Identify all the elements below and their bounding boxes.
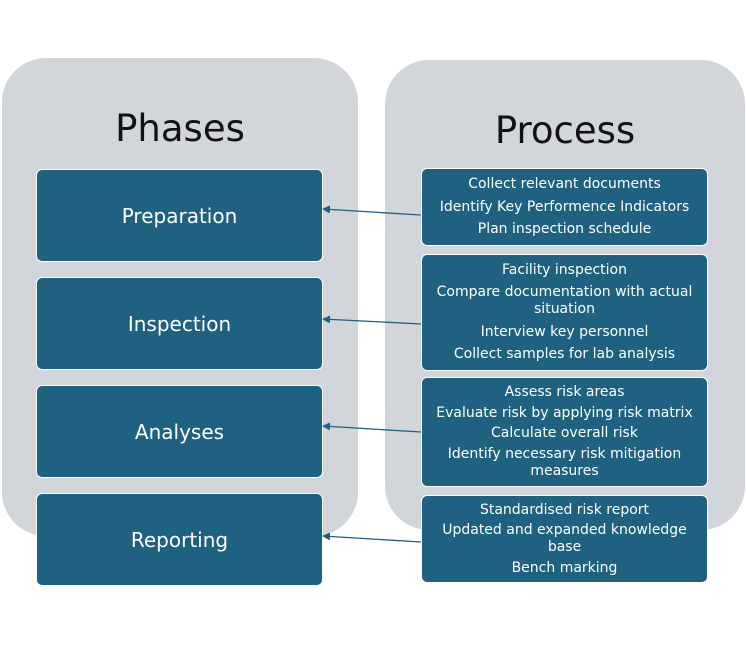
phase-label: Analyses: [134, 419, 225, 444]
process-item: Updated and expanded knowledge base: [442, 522, 687, 555]
process-group-reporting: Standardised risk report Updated and exp…: [421, 495, 708, 583]
phase-reporting: Reporting: [36, 493, 323, 586]
process-item: Interview key personnel: [480, 323, 649, 340]
process-item: Identify necessary risk mitigation measu…: [447, 446, 682, 480]
process-group-preparation: Collect relevant documents Identify Key …: [421, 168, 708, 246]
phase-inspection: Inspection: [36, 277, 323, 370]
process-item: Assess risk areas: [504, 383, 625, 400]
process-item: Evaluate risk by applying risk matrix: [436, 404, 693, 421]
process-item: Collect relevant documents: [468, 176, 661, 193]
arrow-reporting: [322, 532, 422, 543]
process-item: Facility inspection: [501, 262, 627, 279]
process-item: Identify Key Performence Indicators: [439, 198, 690, 215]
process-title: Process: [494, 109, 636, 152]
process-group-analyses: Assess risk areas Evaluate risk by apply…: [421, 377, 708, 487]
process-item: Plan inspection schedule: [477, 220, 652, 237]
phase-label: Inspection: [127, 311, 232, 336]
process-group-inspection: Facility inspection Compare documentatio…: [421, 254, 708, 371]
phase-preparation: Preparation: [36, 169, 323, 262]
phase-label: Reporting: [130, 527, 229, 552]
process-item: Standardised risk report: [479, 501, 650, 518]
phases-title: Phases: [115, 107, 245, 150]
process-item: Calculate overall risk: [491, 425, 638, 442]
process-item: Compare documentation with actual situat…: [436, 284, 693, 318]
phase-analyses: Analyses: [36, 385, 323, 478]
phase-label: Preparation: [121, 203, 238, 228]
process-item: Collect samples for lab analysis: [453, 345, 676, 362]
process-item: Bench marking: [511, 559, 618, 576]
